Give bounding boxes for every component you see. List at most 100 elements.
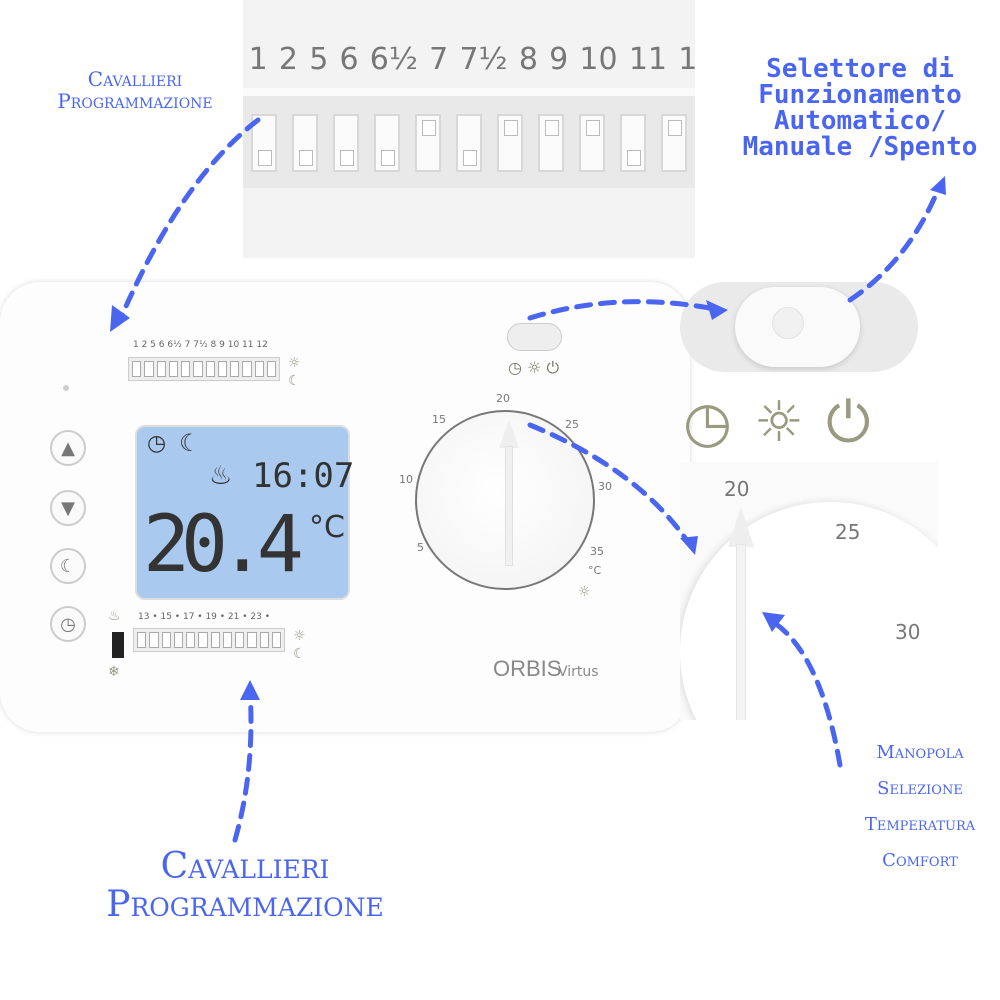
label-programming-pins-bottom: Cavallieri Programmazione bbox=[106, 846, 384, 925]
programming-pin[interactable] bbox=[661, 114, 687, 172]
arrow-dial bbox=[527, 422, 693, 548]
flame-icon: ♨ bbox=[108, 608, 121, 624]
pin-tab bbox=[422, 120, 436, 136]
clock-icon: ◷ bbox=[508, 358, 522, 377]
programming-pin[interactable] bbox=[251, 114, 277, 172]
heat-cool-switch[interactable] bbox=[112, 632, 124, 658]
pin-tab bbox=[627, 150, 641, 166]
sun-icon: ☼ bbox=[753, 390, 827, 455]
arrowhead bbox=[706, 300, 728, 320]
programming-pin[interactable] bbox=[538, 114, 564, 172]
moon-icon: ☾ bbox=[179, 429, 201, 457]
strip-pin[interactable] bbox=[198, 632, 208, 648]
dial-tick-5: 5 bbox=[417, 541, 424, 554]
sun-icon: ☼ bbox=[527, 358, 542, 377]
bottom-pin-strip[interactable] bbox=[133, 628, 285, 652]
pin-tab bbox=[668, 120, 682, 136]
hour-number: 10 bbox=[579, 42, 618, 77]
dial-tick-35: 35 bbox=[590, 545, 604, 558]
strip-pin[interactable] bbox=[210, 632, 220, 648]
mode-icons-large: ◷☼⏻ bbox=[683, 390, 892, 456]
programming-pin[interactable] bbox=[415, 114, 441, 172]
strip-pin[interactable] bbox=[137, 632, 147, 648]
arrowhead bbox=[762, 612, 785, 632]
top-strip-numbers: 1 2 5 6 6½ 7 7½ 8 9 10 11 12 bbox=[133, 340, 268, 350]
lcd-unit: °C bbox=[309, 510, 345, 545]
strip-pin[interactable] bbox=[161, 632, 171, 648]
label-line: Comfort bbox=[882, 850, 958, 871]
pin-tab bbox=[381, 150, 395, 166]
pin-rail bbox=[243, 88, 695, 188]
mode-selector-closeup bbox=[680, 282, 918, 372]
arrowhead bbox=[110, 305, 130, 332]
clock-button[interactable]: ◷ bbox=[50, 606, 86, 642]
mode-selector-switch[interactable] bbox=[507, 323, 562, 351]
label-line: Temperatura bbox=[864, 814, 976, 835]
strip-pin[interactable] bbox=[259, 632, 269, 648]
strip-pin[interactable] bbox=[247, 632, 257, 648]
programming-pin[interactable] bbox=[497, 114, 523, 172]
strip-pin[interactable] bbox=[186, 632, 196, 648]
hour-number: 2 bbox=[278, 42, 298, 77]
programming-pin[interactable] bbox=[292, 114, 318, 172]
pin-tab bbox=[340, 150, 354, 166]
hour-number: 1 bbox=[678, 42, 698, 77]
sun-icon: ☼ bbox=[578, 584, 591, 600]
programming-pin[interactable] bbox=[579, 114, 605, 172]
strip-pin[interactable] bbox=[156, 361, 166, 377]
strip-pin[interactable] bbox=[144, 361, 154, 377]
strip-pin[interactable] bbox=[168, 361, 178, 377]
programming-pin[interactable] bbox=[374, 114, 400, 172]
dial-grip bbox=[736, 544, 746, 720]
strip-pin[interactable] bbox=[222, 632, 232, 648]
strip-pin[interactable] bbox=[149, 632, 159, 648]
label-comfort-dial: Manopola Selezione Temperatura Comfort bbox=[840, 735, 1000, 879]
programming-pin[interactable] bbox=[333, 114, 359, 172]
label-line: Selezione bbox=[877, 778, 963, 799]
hour-number: 6½ bbox=[369, 42, 418, 77]
power-icon: ⏻ bbox=[826, 390, 893, 455]
dial-pointer-icon bbox=[499, 420, 519, 448]
dial-closeup-tick-20: 20 bbox=[724, 477, 750, 501]
strip-pin[interactable] bbox=[193, 361, 203, 377]
programming-pin[interactable] bbox=[620, 114, 646, 172]
programming-pin[interactable] bbox=[456, 114, 482, 172]
power-icon: ⏻ bbox=[546, 358, 560, 377]
strip-pin[interactable] bbox=[242, 361, 252, 377]
pin-tab bbox=[299, 150, 313, 166]
label-line: Funzionamento bbox=[758, 80, 962, 110]
moon-button[interactable]: ☾ bbox=[50, 548, 86, 584]
label-line: Manopola bbox=[876, 742, 964, 763]
pin-tab bbox=[545, 120, 559, 136]
strip-pin[interactable] bbox=[132, 361, 142, 377]
dial-grip bbox=[505, 446, 513, 566]
strip-pin[interactable] bbox=[266, 361, 276, 377]
clock-icon: ◷ bbox=[683, 390, 754, 455]
hour-number: 6 bbox=[339, 42, 359, 77]
strip-pin[interactable] bbox=[235, 632, 245, 648]
up-button[interactable]: ▲ bbox=[50, 430, 86, 466]
hour-number: 9 bbox=[549, 42, 569, 77]
selector-knob-center bbox=[772, 307, 804, 339]
strip-pin[interactable] bbox=[205, 361, 215, 377]
strip-pin[interactable] bbox=[271, 632, 281, 648]
label-programming-pins-top: Cavallieri Programmazione bbox=[57, 67, 213, 113]
label-line: Automatico/ bbox=[773, 106, 947, 136]
dial-closeup-tick-30: 30 bbox=[895, 620, 921, 644]
strip-pin[interactable] bbox=[217, 361, 227, 377]
strip-pin[interactable] bbox=[181, 361, 191, 377]
arrow-selector-label bbox=[847, 182, 943, 303]
top-pin-strip[interactable] bbox=[128, 357, 280, 381]
hour-number: 11 bbox=[628, 42, 667, 77]
dial-tick-10: 10 bbox=[399, 473, 413, 486]
clock-icon: ◷ bbox=[147, 431, 167, 456]
strip-pin[interactable] bbox=[254, 361, 264, 377]
strip-pin[interactable] bbox=[230, 361, 240, 377]
led-indicator bbox=[63, 385, 69, 391]
down-button[interactable]: ▼ bbox=[50, 490, 86, 526]
hour-number: 1 bbox=[248, 42, 268, 77]
label-line: Manuale /Spento bbox=[742, 132, 978, 162]
strip-pin[interactable] bbox=[173, 632, 183, 648]
